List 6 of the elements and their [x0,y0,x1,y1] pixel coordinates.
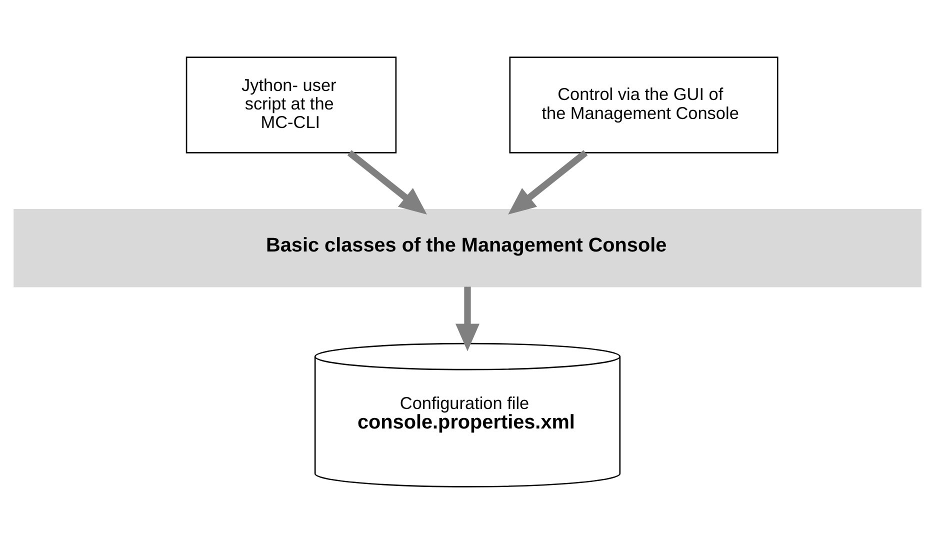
node-box: Control via the GUI of the Management Console [509,56,778,153]
node-box: Basic classes of the Management Console [14,208,922,287]
arrow [455,286,480,351]
arrow [508,150,588,214]
node-box: Jython- user script at the MC-CLI [186,56,397,153]
arrow [347,150,427,214]
